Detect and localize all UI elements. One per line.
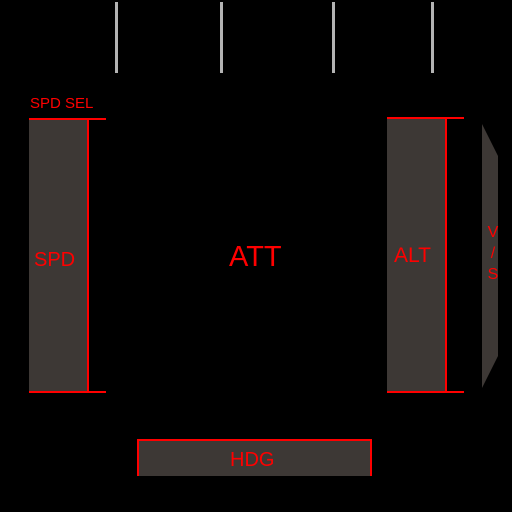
speed-tape bbox=[29, 119, 87, 392]
heading-flag: HDG bbox=[230, 449, 275, 471]
fma-divider-3 bbox=[332, 2, 335, 73]
speed-tape-bottom-line bbox=[29, 391, 106, 393]
heading-tape bbox=[137, 439, 372, 476]
altitude-tape-top-line bbox=[387, 117, 464, 119]
vertical-speed-flag: V / S bbox=[485, 222, 501, 285]
altitude-tape bbox=[387, 118, 445, 392]
altitude-tape-bottom-line bbox=[387, 391, 464, 393]
vertical-speed-scale bbox=[482, 124, 498, 388]
speed-tape-right-line bbox=[87, 118, 89, 393]
speed-tape-flag: SPD bbox=[34, 249, 76, 271]
vertical-speed-flag-char-slash: / bbox=[490, 245, 496, 262]
fma-divider-1 bbox=[115, 2, 118, 73]
fma-divider-2 bbox=[220, 2, 223, 73]
speed-tape-top-line bbox=[29, 118, 106, 120]
attitude-flag: ATT bbox=[229, 241, 282, 273]
fma-divider-4 bbox=[431, 2, 434, 73]
speed-select-flag: SPD SEL bbox=[30, 95, 94, 112]
altitude-tape-flag: ALT bbox=[394, 244, 431, 267]
vertical-speed-flag-char-s: S bbox=[487, 266, 499, 283]
altitude-tape-right-line bbox=[445, 117, 447, 393]
vertical-speed-flag-char-v: V bbox=[487, 224, 499, 241]
